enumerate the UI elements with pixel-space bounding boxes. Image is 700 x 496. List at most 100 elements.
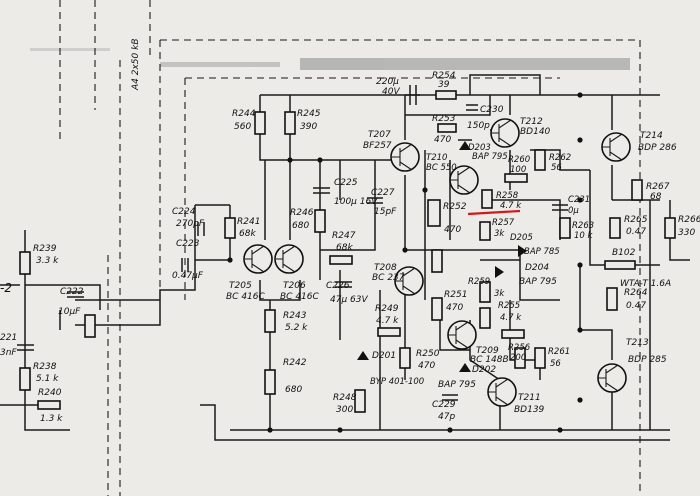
value-t213: BDP 285: [628, 355, 667, 365]
value-r242: 680: [285, 385, 302, 395]
value-d202: BAP 795: [438, 380, 476, 390]
label-c222: C222: [60, 287, 84, 297]
value-r250: 470: [418, 361, 435, 371]
capacitors: [17, 85, 568, 401]
value-r255: 4.7 k: [500, 313, 522, 323]
label-r247: R247: [332, 231, 356, 241]
label-r251: R251: [444, 290, 467, 300]
value-r266: 330: [678, 228, 695, 238]
value-r253: 470: [434, 135, 451, 145]
value-r263: 10 k: [574, 231, 594, 241]
diodes: [357, 139, 527, 372]
label-r255: R255: [498, 301, 520, 311]
component-labels: R254 39 220µ 40V C230 150p T212 BD140 R2…: [0, 71, 700, 424]
label-t211: T211: [518, 393, 541, 403]
label-t206: T206: [283, 281, 306, 291]
value-r245: 390: [300, 122, 317, 132]
label-r256: R256: [508, 343, 531, 353]
label-r239: R239: [33, 244, 57, 254]
label-d203: D203: [468, 143, 491, 153]
value-r257: 3k: [494, 229, 505, 239]
value-r261: 56: [550, 359, 561, 369]
value-r256: 200: [510, 353, 526, 363]
value-t214: BDP 286: [638, 143, 677, 153]
resistors: [19, 90, 676, 413]
label-r243: R243: [283, 311, 307, 321]
value-r259: 3k: [494, 289, 505, 299]
label-r258: R258: [496, 191, 519, 201]
label-d205: D205: [510, 233, 533, 243]
value-r244: 560: [234, 122, 251, 132]
value-r248: 300: [336, 405, 353, 415]
value-r239: 3.3 k: [36, 256, 59, 266]
label-d204: D204: [525, 263, 549, 273]
transistors: [243, 118, 631, 407]
label-r245: R245: [297, 109, 321, 119]
dashed-frames: [59, 0, 641, 496]
value-c222: 10µF: [58, 307, 81, 317]
label-c229: C229: [432, 400, 456, 410]
label-b102: B102: [612, 248, 636, 258]
label-c231: C231: [568, 195, 590, 205]
value-r241: 68k: [239, 229, 256, 239]
input-pin-label: -2: [0, 281, 12, 295]
value-c228: 40V: [382, 87, 400, 97]
frame-label: A4 2x50 kB: [131, 39, 141, 92]
label-c226: C226: [326, 281, 350, 291]
label-r262: R262: [549, 153, 571, 163]
label-r263: R263: [572, 221, 594, 231]
label-r266: R266: [678, 215, 700, 225]
label-r267: R267: [646, 182, 670, 192]
value-t205: BC 416C: [226, 292, 265, 302]
label-t207: T207: [368, 130, 391, 140]
value-r267: 68: [650, 192, 662, 202]
value-c231: 0µ: [568, 206, 579, 216]
label-r265: R265: [624, 215, 648, 225]
value-r265: 0.47: [626, 227, 646, 237]
label-r257: R257: [492, 218, 515, 228]
label-c221: 221: [0, 333, 17, 343]
label-r250: R250: [416, 349, 440, 359]
value-c225: 100µ 16V: [334, 197, 378, 207]
label-d202: D202: [472, 365, 496, 375]
red-marker-stroke: [467, 209, 521, 216]
value-c223: 0.47µF: [172, 271, 204, 281]
value-r264: 0.47: [626, 301, 646, 311]
label-t205: T205: [229, 281, 252, 291]
value-r240: 1.3 k: [40, 414, 63, 424]
label-r240: R240: [38, 388, 62, 398]
value-d203: BAP 795: [472, 152, 508, 162]
value-r251: 470: [446, 303, 463, 313]
label-r260: R260: [508, 155, 530, 165]
label-r242: R242: [283, 358, 307, 368]
label-r254: R254: [432, 71, 456, 81]
value-t206: BC 416C: [280, 292, 319, 302]
value-t211: BD139: [514, 405, 545, 415]
label-r249: R249: [375, 304, 399, 314]
label-r253: R253: [432, 114, 456, 124]
value-r249: 4.7 k: [376, 316, 399, 326]
label-t213: T213: [626, 338, 649, 348]
print-smudge: [30, 48, 630, 70]
value-r246: 680: [292, 221, 309, 231]
value-r252: 470: [444, 225, 461, 235]
value-r238: 5.1 k: [36, 374, 59, 384]
value-b102: WTA-T 1.6A: [620, 279, 671, 289]
value-r247: 68k: [336, 243, 353, 253]
value-t212: BD140: [520, 127, 551, 137]
label-r261: R261: [548, 347, 570, 357]
label-c224: C224: [172, 207, 196, 217]
value-d204: BAP 795: [519, 277, 557, 287]
label-r238: R238: [33, 362, 57, 372]
label-t210: T210: [426, 153, 447, 163]
value-c230: 150p: [467, 121, 490, 131]
value-r254: 39: [438, 80, 450, 90]
value-d205: BAP 785: [524, 247, 560, 257]
value-r258: 4.7 k: [500, 201, 522, 211]
value-t210: BC 550: [426, 163, 457, 173]
value-r260: 100: [510, 165, 526, 175]
value-c227: 15pF: [374, 207, 397, 217]
value-c221: 3nF: [0, 348, 17, 358]
value-c224: 270pF: [176, 219, 205, 229]
